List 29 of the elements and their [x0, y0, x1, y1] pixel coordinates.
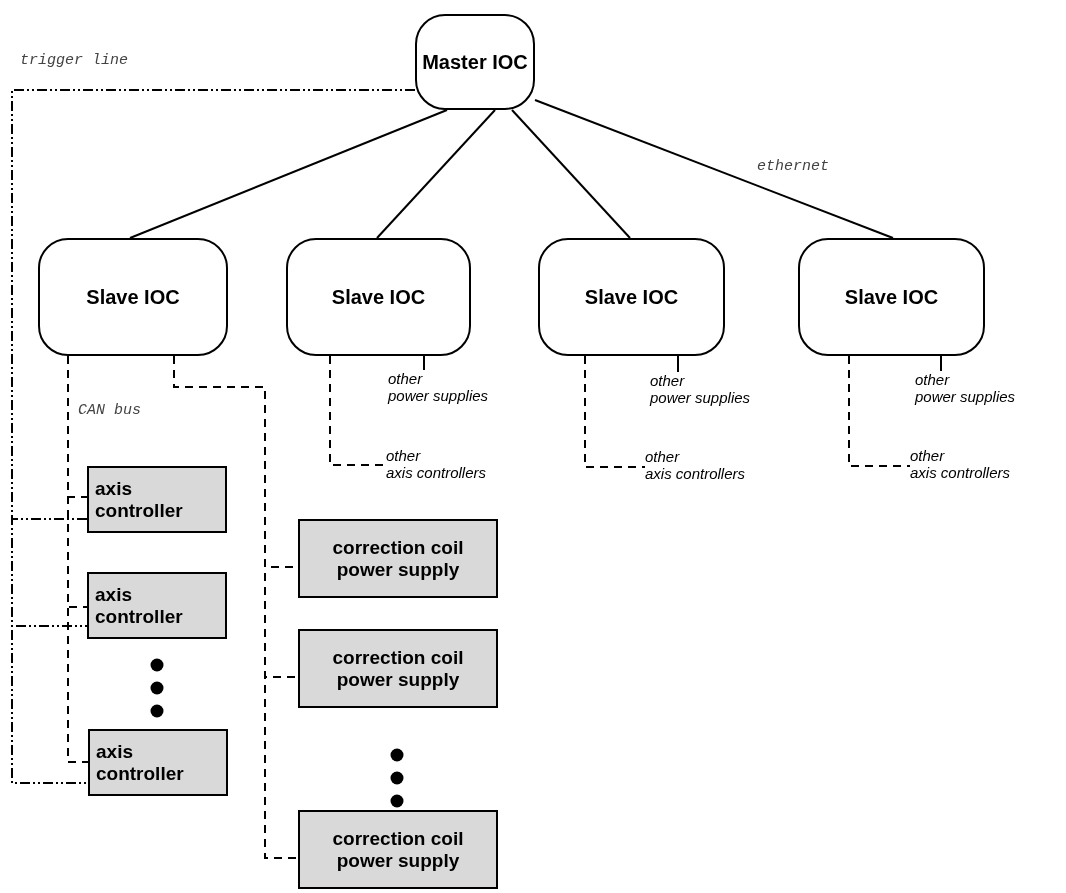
connector [534, 99, 894, 239]
note-text: other power supplies [915, 371, 1016, 406]
ioc-box: Slave IOC [798, 238, 985, 356]
note-text: other power supplies [388, 370, 489, 405]
device-box: correction coil power supply [298, 519, 498, 598]
device-box: correction coil power supply [298, 810, 498, 889]
dashed-connector [848, 355, 911, 467]
ioc-box: Slave IOC [38, 238, 228, 356]
connector [677, 355, 679, 373]
line-label: ethernet [757, 158, 829, 175]
connector [423, 355, 425, 371]
device-box: axis controller [87, 466, 227, 533]
connector [129, 109, 448, 239]
ioc-box: Master IOC [415, 14, 535, 110]
connector [376, 109, 496, 239]
line-label: trigger line [20, 52, 129, 69]
ioc-box: Slave IOC [538, 238, 725, 356]
device-box: axis controller [88, 729, 228, 796]
connector [940, 355, 942, 372]
note-text: other axis controllers [910, 447, 1011, 482]
note-text: other power supplies [650, 372, 751, 407]
device-box: axis controller [87, 572, 227, 639]
device-box: correction coil power supply [298, 629, 498, 708]
note-text: other axis controllers [386, 447, 487, 482]
line-label: CAN bus [78, 402, 141, 419]
connector [511, 109, 631, 239]
dashed-connector [584, 355, 646, 468]
ioc-box: Slave IOC [286, 238, 471, 356]
note-text: other axis controllers [645, 448, 746, 483]
